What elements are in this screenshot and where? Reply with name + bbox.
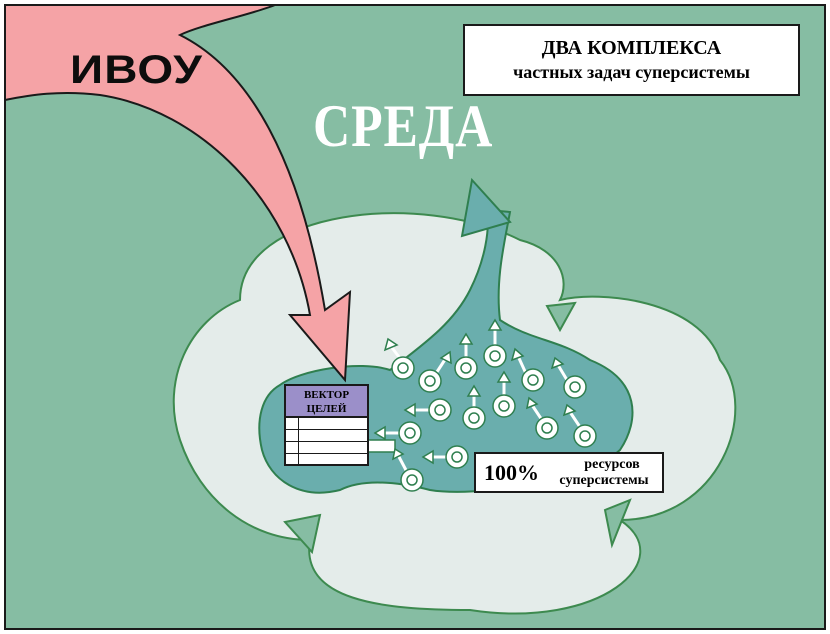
- goals-vector-table: [286, 418, 367, 465]
- resource-unit: [483, 318, 507, 368]
- goals-vector-row: [286, 442, 367, 454]
- goals-vector-row: [286, 418, 367, 430]
- goals-vector-line-1: ВЕКТОР: [303, 389, 350, 401]
- resource-unit: [383, 337, 415, 380]
- resource-unit: [373, 421, 422, 445]
- resource-unit: [492, 370, 516, 418]
- goals-vector-header: ВЕКТОР ЦЕЛЕЙ: [286, 386, 367, 418]
- title-line-1: ДВА КОМПЛЕКСА: [541, 37, 722, 59]
- ivou-label: ИВОУ: [70, 48, 203, 92]
- resources-line-2: суперсистемы: [559, 473, 649, 488]
- resource-unit: [421, 445, 469, 469]
- resource-unit: [462, 384, 486, 430]
- environment-label: СРЕДА: [313, 93, 494, 159]
- resources-line-1: ресурсов: [584, 457, 640, 472]
- ivou-arrow: [4, 4, 352, 383]
- title-line-2: частных задач суперсистемы: [513, 62, 750, 82]
- goals-vector-row: [286, 454, 367, 465]
- resources-percent: 100%: [484, 460, 539, 485]
- cycle-arrowhead-right: [603, 498, 632, 549]
- resource-unit: [562, 403, 597, 448]
- cycle-arrowhead-top: [545, 301, 577, 333]
- resource-unit: [550, 356, 587, 399]
- resource-unit: [454, 332, 478, 380]
- goals-vector-row: [286, 430, 367, 442]
- resource-unit: [418, 350, 452, 393]
- resource-unit: [510, 347, 545, 392]
- cycle-arrowhead-left: [283, 513, 322, 555]
- pool-output-arrowhead: [460, 177, 512, 238]
- title-box: ДВА КОМПЛЕКСА частных задач суперсистемы: [463, 24, 800, 96]
- goals-vector-box: ВЕКТОР ЦЕЛЕЙ: [284, 384, 369, 466]
- resource-unit: [403, 398, 452, 422]
- resource-unit: [391, 447, 424, 492]
- resource-units: [373, 318, 597, 492]
- resources-box: 100% ресурсов суперсистемы: [474, 452, 664, 493]
- goals-vector-line-2: ЦЕЛЕЙ: [306, 403, 347, 415]
- resource-unit: [525, 396, 559, 440]
